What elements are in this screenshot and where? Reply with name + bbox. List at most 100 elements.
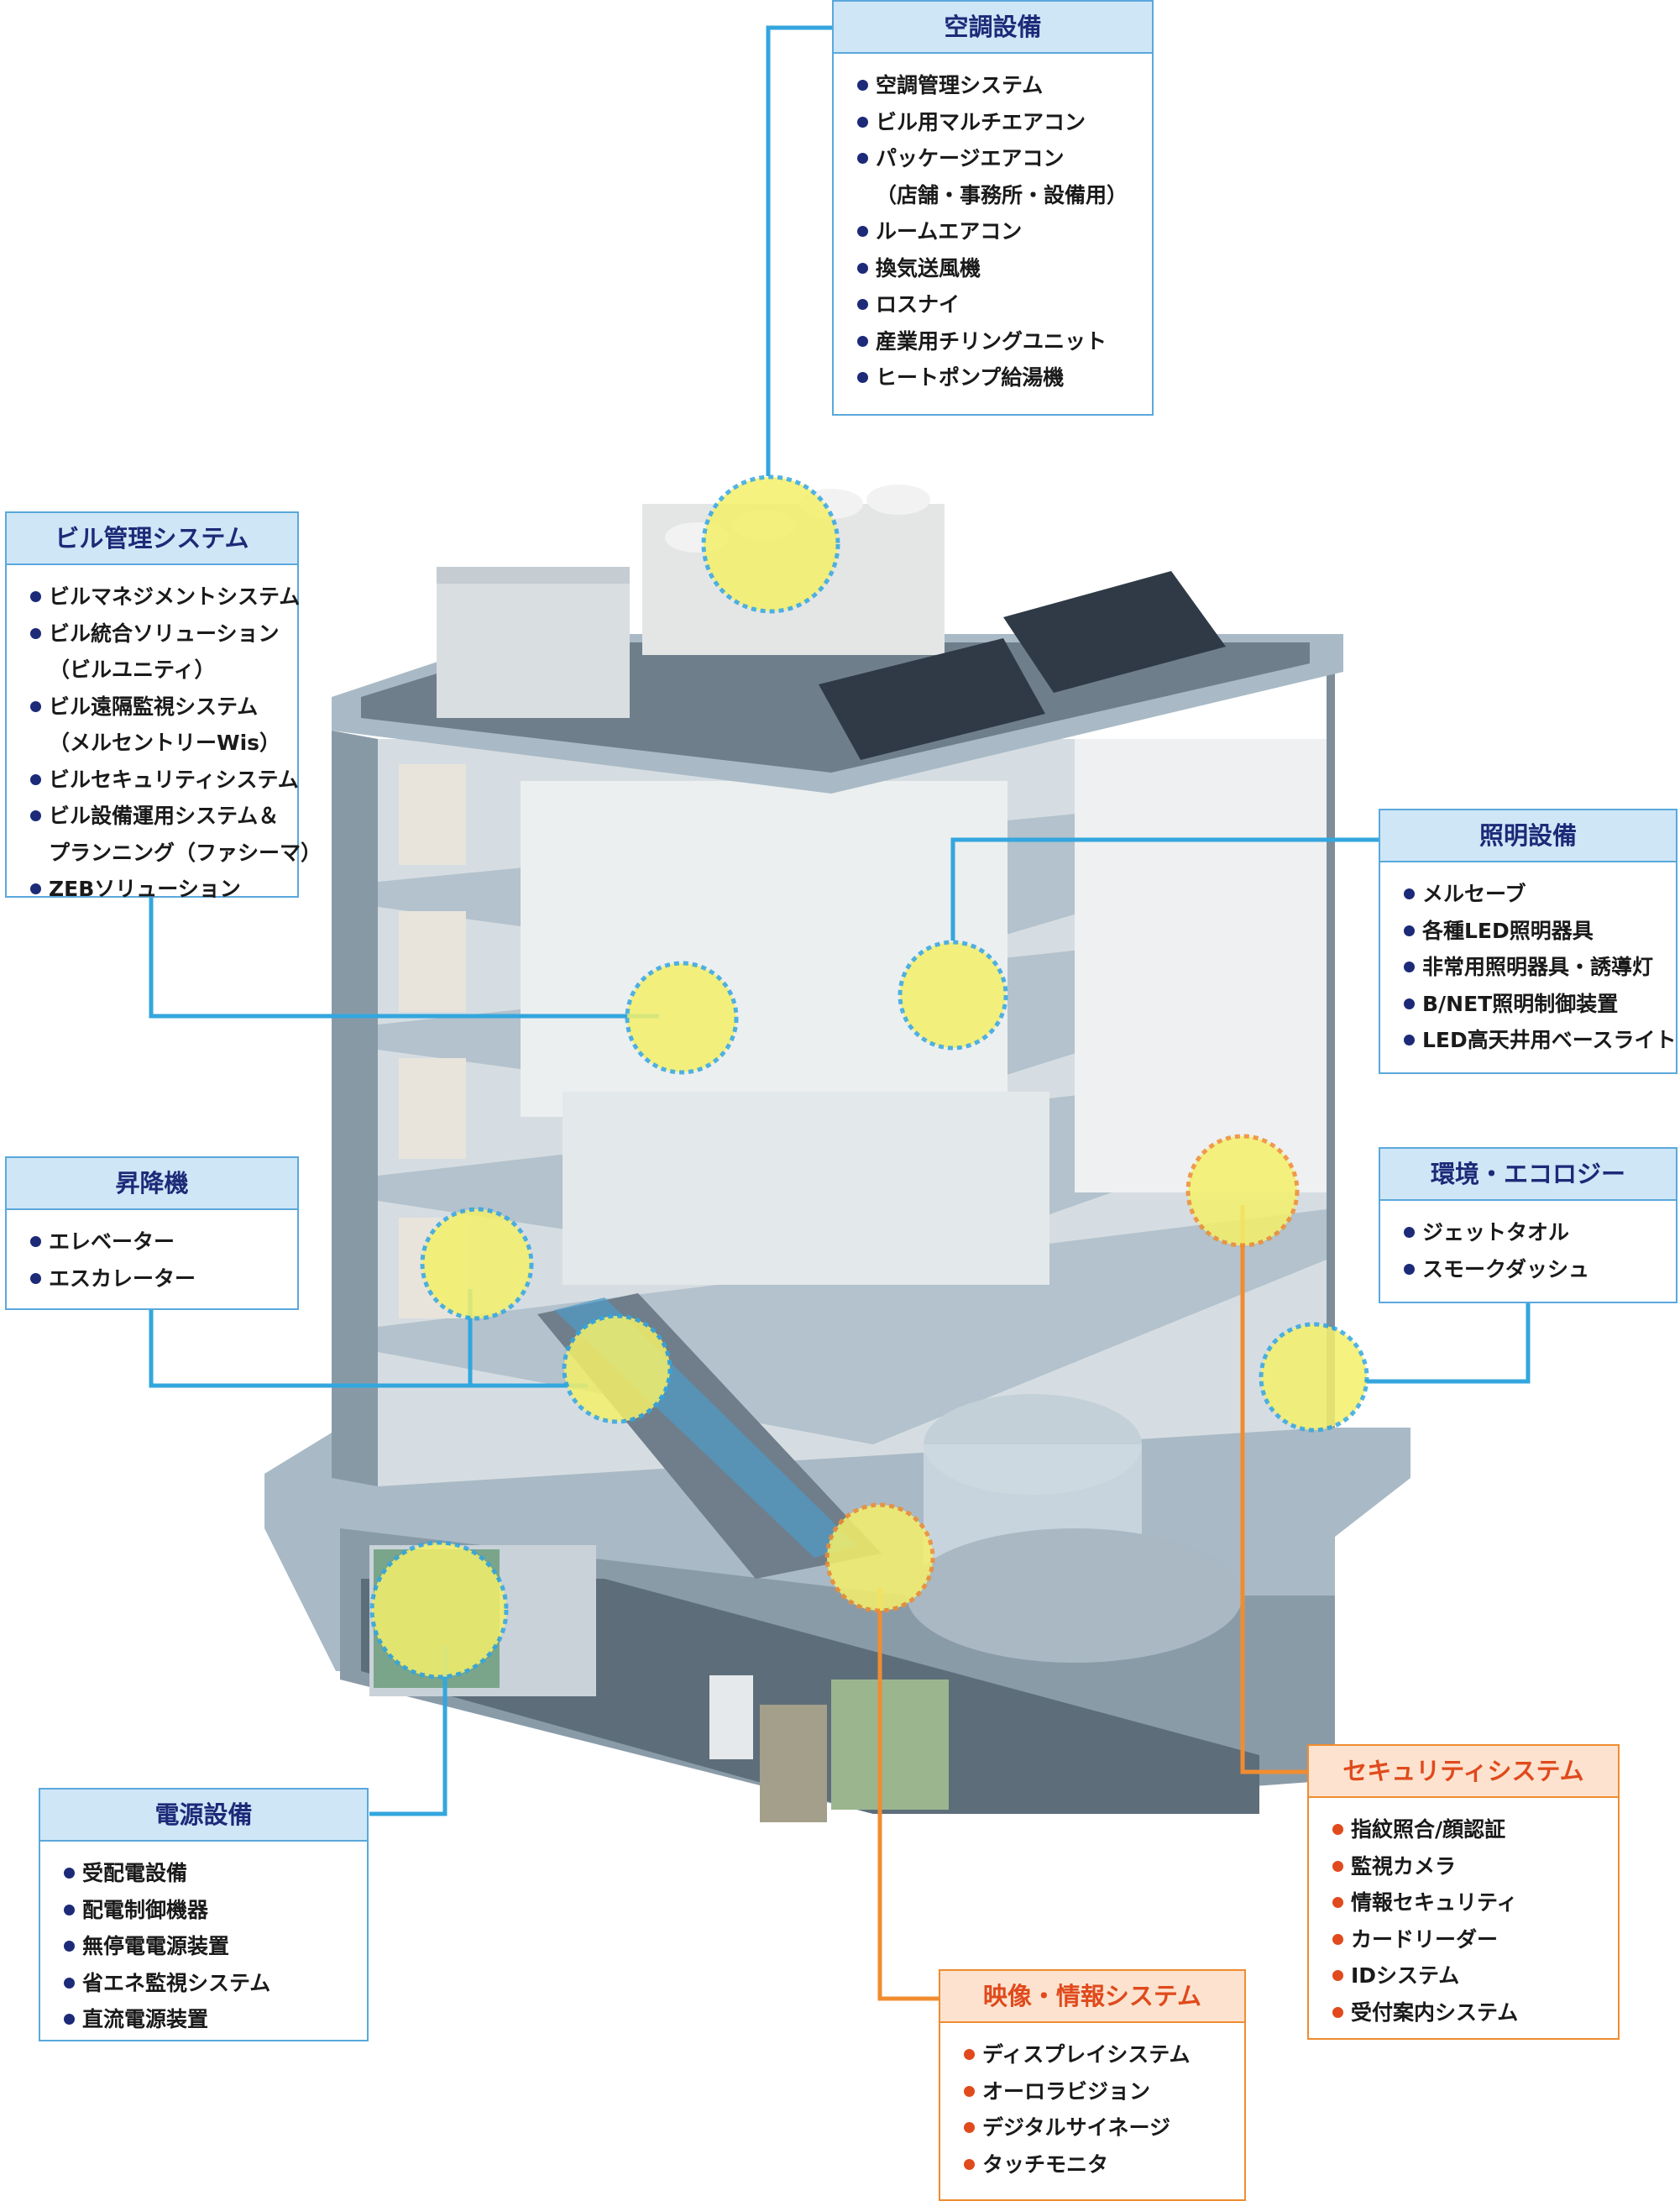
list-item: （メルセントリーWis） [30,725,297,762]
list-item: 各種LED照明器具 [1404,913,1676,950]
list-item: ヒートポンプ給湯機 [857,359,1152,396]
list-item-text: ディスプレイシステム [982,2042,1191,2067]
list-item-text: ビル遠隔監視システム [49,694,259,719]
list-item: 省エネ監視システム [64,1965,367,2002]
list-item-text: 省エネ監視システム [82,1970,271,1995]
list-item: ディスプレイシステム [964,2036,1244,2073]
list-item-text: 受付案内システム [1351,1999,1519,2025]
bullet-dot-icon [964,2085,975,2097]
list-item-text: カードリーダー [1351,1926,1499,1952]
fan-cap [866,485,930,515]
highlight-power [369,1540,509,1680]
connector-bms [149,894,659,1019]
hvac-list: 空調管理システムビル用マルチエアコンパッケージエアコン（店舗・事務所・設備用）ル… [834,54,1152,396]
list-item-text: ビル統合ソリューション [49,621,280,646]
list-item-text: 配電制御機器 [82,1897,209,1922]
building-right-wall [1327,672,1335,1428]
highlight-hvac [701,474,840,614]
lounge-room [563,1092,1049,1285]
list-item: 空調管理システム [857,67,1152,104]
list-item-text: 産業用チリングユニット [876,328,1107,354]
bullet-dot-icon [857,80,868,91]
list-item-text: （ビルユニティ） [49,658,216,682]
elevator-box: 昇降機 エレベーターエスカレーター [5,1156,299,1310]
list-item: 監視カメラ [1332,1848,1618,1885]
list-item-text: ジェットタオル [1422,1220,1570,1245]
list-item-text: ビルセキュリティシステム [49,767,299,792]
list-item: 情報セキュリティ [1332,1884,1618,1921]
list-item-text: IDシステム [1351,1963,1460,1988]
bullet-dot-icon [64,1904,75,1915]
power-title: 電源設備 [40,1790,367,1842]
ups-unit-2 [831,1680,949,1810]
list-item-text: エスカレーター [49,1266,196,1291]
bullet-dot-icon [1404,1263,1415,1275]
list-item-text: 情報セキュリティ [1351,1890,1518,1915]
list-item-text: デジタルサイネージ [982,2115,1171,2140]
video-list: ディスプレイシステムオーロラビジョンデジタルサイネージタッチモニタ [940,2023,1244,2183]
bms-list: ビルマネジメントシステムビル統合ソリューション（ビルユニティ）ビル遠隔監視システ… [7,565,322,908]
building-left-wall [332,731,378,1486]
list-item-text: タッチモニタ [982,2151,1109,2177]
list-item: オーロラビジョン [964,2073,1244,2110]
elevator-list: エレベーターエスカレーター [7,1210,297,1297]
list-item-text: ビル設備運用システム＆ [49,804,280,828]
elevator-doors-5 [399,764,466,865]
list-item: ビルセキュリティシステム [30,762,299,799]
list-item-text: ルームエアコン [876,219,1023,244]
bullet-dot-icon [30,773,41,785]
list-item: デジタルサイネージ [964,2109,1244,2146]
bullet-dot-icon [64,1977,75,1989]
bullet-dot-icon [1332,2006,1343,2018]
list-item: ZEBソリューション [30,871,297,908]
highlight-security [1185,1134,1300,1248]
list-item: ビル設備運用システム＆ [30,798,297,835]
list-item: パッケージエアコン [857,140,1152,177]
video-box: 映像・情報システム ディスプレイシステムオーロラビジョンデジタルサイネージタッチ… [939,1969,1246,2201]
list-item: IDシステム [1332,1957,1618,1994]
list-item: プランニング（ファシーマ） [30,835,322,872]
bullet-dot-icon [1332,1860,1343,1872]
power-list: 受配電設備配電制御機器無停電電源装置省エネ監視システム直流電源装置 [40,1842,367,2038]
list-item: 直流電源装置 [64,2001,367,2038]
list-item-text: プランニング（ファシーマ） [49,840,322,865]
bullet-dot-icon [1404,888,1415,899]
list-item: ジェットタオル [1404,1214,1676,1251]
list-item-text: 受配電設備 [82,1861,188,1885]
bullet-dot-icon [857,116,868,128]
list-item: エスカレーター [30,1260,297,1297]
video-title: 映像・情報システム [940,1971,1244,2023]
list-item-text: （メルセントリーWis） [49,731,281,755]
bms-title: ビル管理システム [7,513,297,565]
bullet-dot-icon [1404,962,1415,972]
solar-panel [1003,571,1226,693]
bms-box: ビル管理システム ビルマネジメントシステムビル統合ソリューション（ビルユニティ）… [5,511,322,901]
bullet-dot-icon [1332,1824,1343,1835]
elevator-doors-4 [399,911,466,1012]
list-item-text: パッケージエアコン [876,146,1065,170]
list-item-text: 空調管理システム [876,73,1044,97]
bullet-dot-icon [857,299,868,310]
list-item-text: スモークダッシュ [1422,1256,1590,1281]
list-item-text: メルセーブ [1422,882,1526,906]
connector-eco [1364,1302,1531,1384]
connector-lighting [950,837,1381,941]
list-item: （店舗・事務所・設備用） [857,177,1152,214]
list-item: ビル遠隔監視システム [30,689,297,726]
bullet-dot-icon [64,1868,75,1879]
hvac-title: 空調設備 [834,2,1152,54]
bullet-dot-icon [964,2122,975,2133]
bullet-dot-icon [30,591,41,602]
eco-box: 環境・エコロジー ジェットタオルスモークダッシュ [1379,1147,1677,1303]
list-item-text: 監視カメラ [1351,1853,1457,1879]
connector-hvac [766,25,835,476]
bullet-dot-icon [857,262,868,274]
bullet-dot-icon [1404,998,1415,1009]
list-item: スモークダッシュ [1404,1251,1676,1288]
list-item-text: 各種LED照明器具 [1422,918,1594,943]
list-item-text: ヒートポンプ給湯機 [876,365,1065,390]
rooftop-room [437,567,630,718]
